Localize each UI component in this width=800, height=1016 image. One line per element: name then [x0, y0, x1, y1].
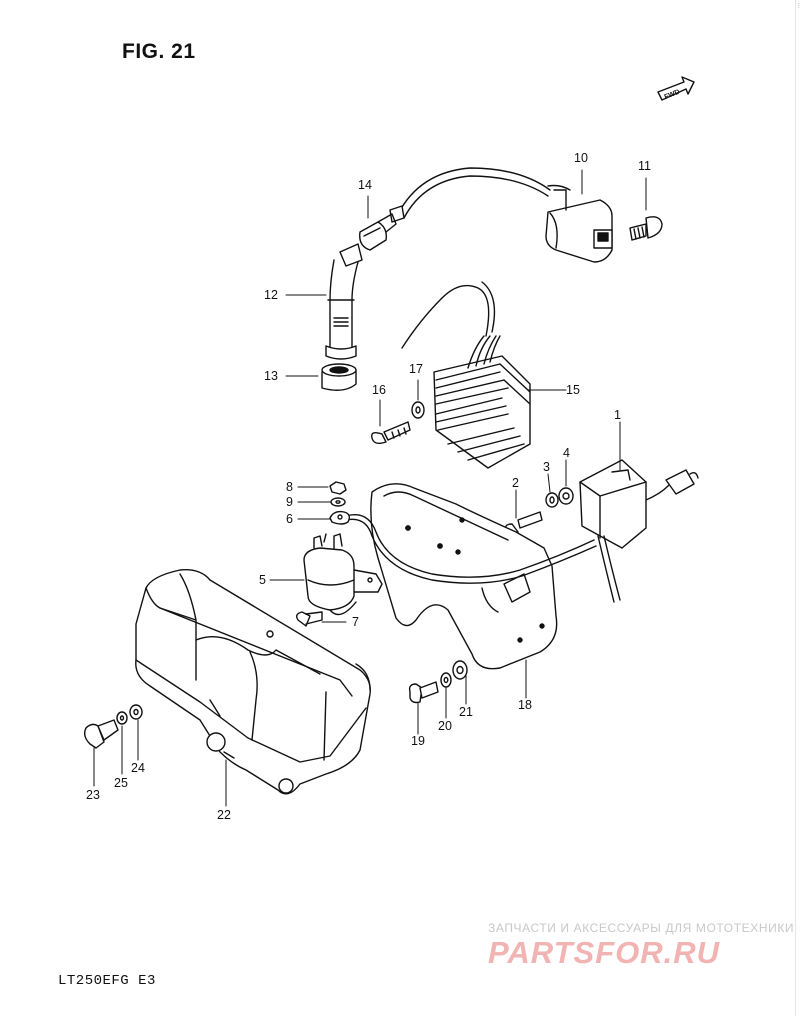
- callout-13: 13: [264, 369, 278, 383]
- washer-24: [129, 704, 143, 720]
- starter-relay-5: [303, 533, 383, 616]
- nut-8: [329, 481, 347, 495]
- callout-24: 24: [131, 761, 145, 775]
- callout-21: 21: [459, 705, 473, 719]
- leader-lines: [93, 169, 647, 807]
- cover-22: [135, 569, 371, 795]
- spark-plug-cap-12: [325, 243, 363, 360]
- figure-title: FIG. 21: [122, 40, 196, 63]
- washer-9: [330, 497, 346, 507]
- callout-3: 3: [543, 460, 550, 474]
- page-edge-line: [795, 0, 796, 1016]
- cdi-unit-1: [579, 459, 699, 603]
- bolt-11: [629, 216, 663, 241]
- callout-4: 4: [563, 446, 570, 460]
- bolt-16: [371, 421, 411, 445]
- callout-5: 5: [259, 573, 266, 587]
- watermark-logo: PARTSFOR.RU: [488, 935, 721, 970]
- watermark-tagline: ЗАПЧАСТИ И АКСЕССУАРЫ ДЛЯ МОТОТЕХНИКИ: [488, 921, 795, 935]
- callout-20: 20: [438, 719, 452, 733]
- washer-20: [440, 672, 452, 688]
- washer-4: [558, 487, 574, 505]
- washer-25: [116, 711, 128, 725]
- bolt-23: [83, 719, 119, 749]
- terminal-6: [329, 510, 351, 525]
- callout-18: 18: [518, 698, 532, 712]
- ignition-coil: [545, 184, 613, 263]
- callout-19: 19: [411, 734, 425, 748]
- washer-17: [411, 401, 425, 419]
- callout-15: 15: [566, 383, 580, 397]
- callout-1: 1: [614, 408, 621, 422]
- callout-23: 23: [86, 788, 100, 802]
- washer-3: [545, 492, 559, 508]
- callout-2: 2: [512, 476, 519, 490]
- rubber-boot-13: [321, 363, 357, 391]
- callout-6: 6: [286, 512, 293, 526]
- callout-14: 14: [358, 178, 372, 192]
- bracket-18: [370, 483, 558, 670]
- callout-11: 11: [638, 159, 651, 173]
- callout-8: 8: [286, 480, 293, 494]
- callout-7: 7: [352, 615, 359, 629]
- callout-25: 25: [114, 776, 128, 790]
- callout-22: 22: [217, 808, 231, 822]
- callout-17: 17: [409, 362, 423, 376]
- plug-cap-adapter-14: [359, 213, 397, 251]
- wire-harness: [345, 514, 597, 613]
- bolt-7: [295, 611, 323, 627]
- callout-16: 16: [372, 383, 386, 397]
- bolt-19: [408, 681, 439, 704]
- callout-10: 10: [574, 151, 588, 165]
- corner-mark: ⁝: [797, 3, 800, 11]
- model-code: LT250EFG E3: [58, 973, 156, 989]
- regulator-rectifier-15: [401, 281, 531, 469]
- callout-9: 9: [286, 495, 293, 509]
- washer-21: [452, 660, 468, 680]
- high-tension-lead: [389, 167, 551, 223]
- fwd-arrow-icon: FWD: [657, 76, 695, 101]
- callout-12: 12: [264, 288, 278, 302]
